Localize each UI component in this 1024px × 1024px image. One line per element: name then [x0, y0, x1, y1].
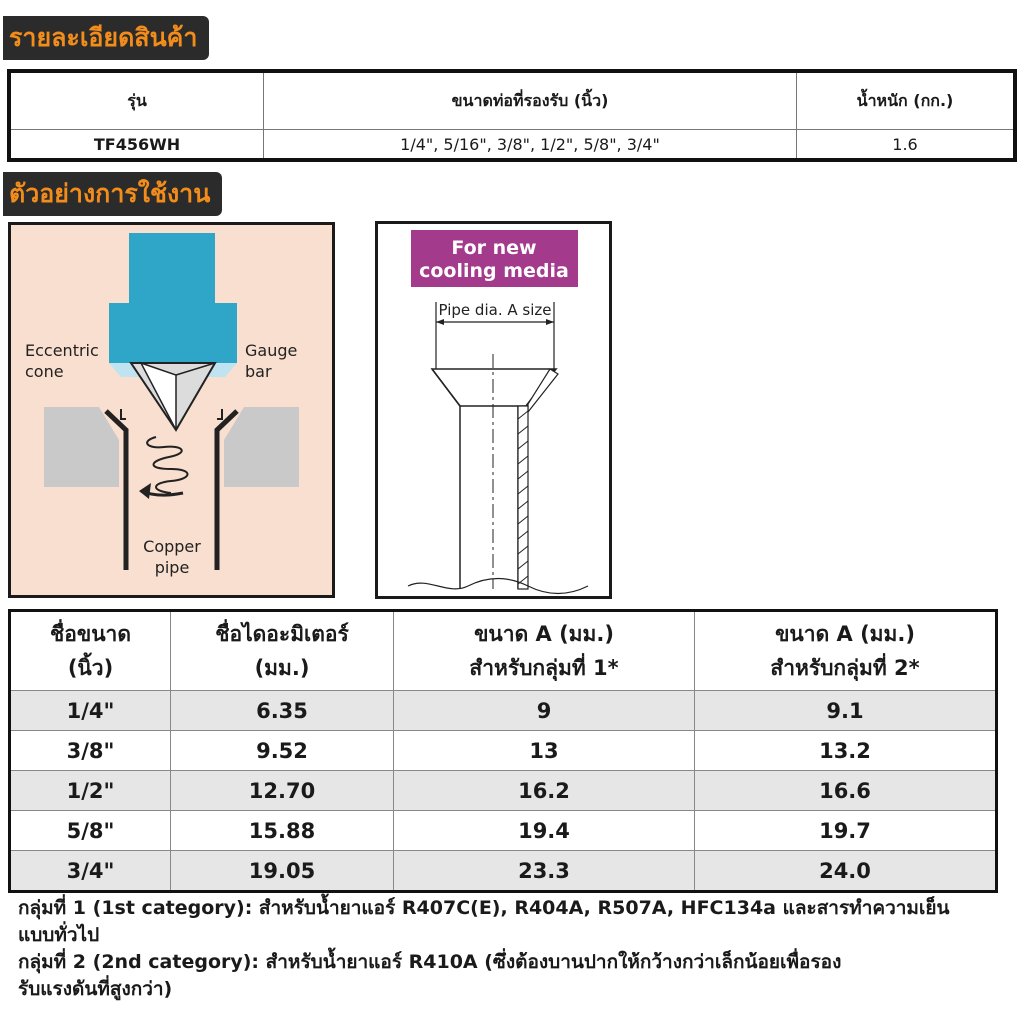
cone-label: cone	[25, 362, 64, 381]
new-cooling-media-badge	[411, 230, 578, 287]
cell-weight: 1.6	[796, 129, 1016, 161]
cell-size: 3/4"	[9, 850, 171, 892]
flare-cross-section: For new cooling media Pipe dia. A size	[407, 230, 589, 595]
table-row: TF456WH 1/4", 5/16", 3/8", 1/2", 5/8", 3…	[8, 129, 1016, 161]
cell-a-group2: 9.1	[694, 690, 997, 731]
pipe-wall-section	[517, 405, 529, 590]
badge-line-2: cooling media	[419, 260, 569, 282]
group1-note: กลุ่มที่ 1 (1st category): สำหรับน้ำยาแอ…	[18, 897, 950, 946]
cell-a-group2: 24.0	[694, 850, 997, 892]
tool-shaft	[129, 233, 215, 305]
cell-a-group1: 13	[393, 730, 695, 771]
cell-a-group1: 9	[393, 690, 695, 731]
gauge-label: Gauge	[245, 341, 297, 360]
cell-a-group2: 13.2	[694, 730, 997, 771]
table-row: 1/2" 12.70 16.2 16.6	[9, 770, 997, 811]
header-size-name: ชื่อขนาด(นิ้ว)	[9, 610, 171, 691]
table-row: 1/4" 6.35 9 9.1	[9, 690, 997, 731]
break-line	[407, 577, 589, 595]
cell-pipe-sizes: 1/4", 5/16", 3/8", 1/2", 5/8", 3/4"	[263, 129, 797, 161]
gauge-bar-right	[224, 407, 299, 487]
header-size-a-group1: ขนาด A (มม.)สำหรับกลุ่มที่ 1*	[393, 610, 695, 691]
usage-example-title: ตัวอย่างการใช้งาน	[3, 172, 223, 216]
header-size-a-group2: ขนาด A (มม.)สำหรับกลุ่มที่ 2*	[694, 610, 997, 691]
copper-pipe-left-wall	[104, 409, 129, 570]
header-weight: น้ำหนัก (กก.)	[796, 70, 1016, 130]
product-spec-table: รุ่น ขนาดท่อที่รองรับ (นิ้ว) น้ำหนัก (กก…	[7, 69, 1017, 162]
group2-note: กลุ่มที่ 2 (2nd category): สำหรับน้ำยาแอ…	[18, 951, 842, 1000]
cell-a-group2: 19.7	[694, 810, 997, 851]
table-row: 5/8" 15.88 19.4 19.7	[9, 810, 997, 851]
header-model: รุ่น	[8, 70, 264, 130]
cell-diameter: 12.70	[170, 770, 394, 811]
header-pipe-size: ขนาดท่อที่รองรับ (นิ้ว)	[263, 70, 797, 130]
cell-a-group1: 19.4	[393, 810, 695, 851]
badge-line-1: For new	[451, 237, 536, 259]
tool-head	[109, 303, 237, 363]
flaring-illustration: Eccentric cone Gauge bar Copper pipe	[25, 233, 299, 577]
cell-a-group1: 16.2	[393, 770, 695, 811]
cell-size: 3/8"	[9, 730, 171, 771]
flaring-mechanism-diagram: Eccentric cone Gauge bar Copper pipe	[8, 222, 335, 598]
table-row: 3/8" 9.52 13 13.2	[9, 730, 997, 771]
eccentric-label: Eccentric	[25, 341, 99, 360]
cell-diameter: 9.52	[170, 730, 394, 771]
product-details-title: รายละเอียดสินค้า	[3, 16, 210, 60]
table-row: 3/4" 19.05 23.3 24.0	[9, 850, 997, 892]
cell-size: 5/8"	[9, 810, 171, 851]
cell-model: TF456WH	[8, 129, 264, 161]
cell-diameter: 19.05	[170, 850, 394, 892]
cell-a-group1: 23.3	[393, 850, 695, 892]
cell-diameter: 15.88	[170, 810, 394, 851]
copper-pipe-right-wall	[214, 409, 239, 570]
cell-size: 1/4"	[9, 690, 171, 731]
header-diameter: ชื่อไดอะมิเตอร์(มม.)	[170, 610, 394, 691]
copper-label: Copper	[143, 537, 201, 556]
cell-size: 1/2"	[9, 770, 171, 811]
cell-diameter: 6.35	[170, 690, 394, 731]
rotation-arrow-icon	[139, 483, 151, 499]
table-header-row: ชื่อขนาด(นิ้ว) ชื่อไดอะมิเตอร์(มม.) ขนาด…	[9, 610, 997, 691]
pipe-label: pipe	[155, 558, 190, 577]
flare-size-table: ชื่อขนาด(นิ้ว) ชื่อไดอะมิเตอร์(มม.) ขนาด…	[8, 609, 998, 893]
bar-label: bar	[245, 362, 272, 381]
dimension-label: Pipe dia. A size	[439, 301, 552, 319]
rotation-spiral-icon	[146, 436, 189, 494]
flare-dimension-diagram: For new cooling media Pipe dia. A size	[375, 221, 612, 599]
cell-a-group2: 16.6	[694, 770, 997, 811]
table-header-row: รุ่น ขนาดท่อที่รองรับ (นิ้ว) น้ำหนัก (กก…	[8, 70, 1016, 130]
gauge-bar-left	[44, 407, 119, 487]
